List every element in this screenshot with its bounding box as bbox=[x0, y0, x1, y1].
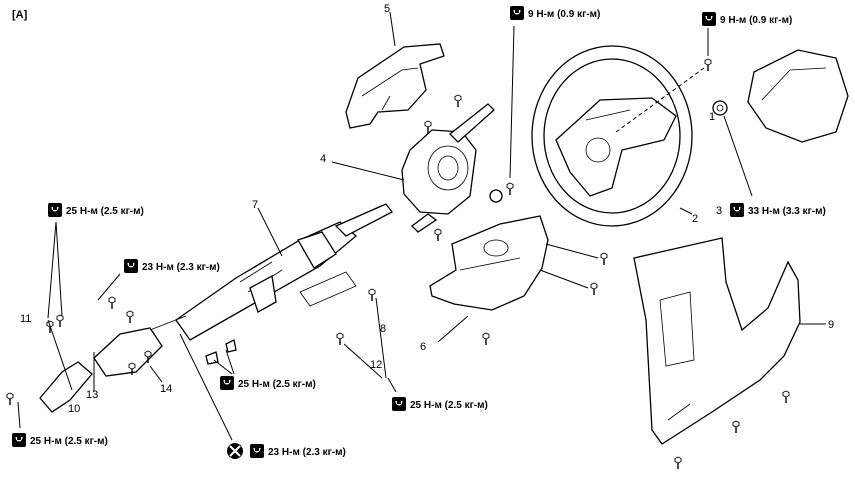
torque-wrench-icon bbox=[730, 203, 744, 217]
dash-lower-panel bbox=[633, 237, 801, 470]
torque-wrench-icon bbox=[250, 444, 264, 458]
torque-spec-wheel-bolt: 9 Н-м (0.9 кг-м) bbox=[510, 6, 600, 20]
callout-4: 4 bbox=[320, 153, 326, 165]
callout-2: 2 bbox=[692, 213, 698, 225]
callout-8: 8 bbox=[380, 323, 386, 335]
callout-10: 10 bbox=[68, 403, 80, 415]
callout-9: 9 bbox=[828, 319, 834, 331]
callout-13: 13 bbox=[86, 389, 98, 401]
torque-spec-uj-upper: 25 Н-м (2.5 кг-м) bbox=[48, 203, 144, 217]
steering-wheel bbox=[531, 45, 693, 227]
torque-wrench-icon bbox=[12, 433, 26, 447]
callout-6: 6 bbox=[420, 341, 426, 353]
torque-spec-bracket: 23 Н-м (2.3 кг-м) bbox=[124, 259, 220, 273]
torque-wrench-icon bbox=[510, 6, 524, 20]
combination-switch bbox=[401, 94, 495, 242]
torque-spec-no-reuse: 23 Н-м (2.3 кг-м) bbox=[227, 443, 346, 459]
svg-text:25 Н-м (2.5 кг-м): 25 Н-м (2.5 кг-м) bbox=[30, 436, 108, 447]
svg-text:9 Н-м (0.9 кг-м): 9 Н-м (0.9 кг-м) bbox=[528, 9, 600, 20]
callout-11: 11 bbox=[20, 313, 31, 325]
universal-joint-assembly bbox=[6, 296, 237, 413]
torque-wrench-icon bbox=[392, 397, 406, 411]
svg-text:33 Н-м (3.3 кг-м): 33 Н-м (3.3 кг-м) bbox=[748, 206, 826, 217]
lower-column-cover bbox=[429, 215, 608, 346]
torque-spec-airbag-bolt: 9 Н-м (0.9 кг-м) bbox=[702, 12, 792, 26]
callout-12: 12 bbox=[370, 359, 382, 371]
svg-text:25 Н-м (2.5 кг-м): 25 Н-м (2.5 кг-м) bbox=[66, 206, 144, 217]
svg-text:25 Н-м (2.5 кг-м): 25 Н-м (2.5 кг-м) bbox=[238, 379, 316, 390]
torque-spec-uj-lower: 25 Н-м (2.5 кг-м) bbox=[12, 433, 108, 447]
svg-text:23 Н-м (2.3 кг-м): 23 Н-м (2.3 кг-м) bbox=[268, 447, 346, 458]
upper-column-cover bbox=[345, 43, 445, 129]
torque-wrench-icon bbox=[124, 259, 138, 273]
torque-spec-wheel-nut: 33 Н-м (3.3 кг-м) bbox=[730, 203, 826, 217]
torque-wrench-icon bbox=[48, 203, 62, 217]
callout-7: 7 bbox=[252, 199, 258, 211]
torque-spec-breakaway: 25 Н-м (2.5 кг-м) bbox=[220, 376, 316, 390]
callout-14: 14 bbox=[160, 383, 172, 395]
svg-text:25 Н-м (2.5 кг-м): 25 Н-м (2.5 кг-м) bbox=[410, 400, 488, 411]
torque-spec-column: 25 Н-м (2.5 кг-м) bbox=[392, 397, 488, 411]
callout-1: 1 bbox=[709, 111, 715, 123]
svg-text:23 Н-м (2.3 кг-м): 23 Н-м (2.3 кг-м) bbox=[142, 262, 220, 273]
svg-text:9 Н-м (0.9 кг-м): 9 Н-м (0.9 кг-м) bbox=[720, 15, 792, 26]
torque-wrench-icon bbox=[220, 376, 234, 390]
do-not-reuse-icon bbox=[227, 443, 243, 459]
view-label: [A] bbox=[12, 9, 28, 21]
callout-3: 3 bbox=[716, 205, 722, 217]
torque-wrench-icon bbox=[702, 12, 716, 26]
steering-column bbox=[175, 203, 393, 341]
airbag-module bbox=[747, 49, 849, 143]
callout-5: 5 bbox=[384, 3, 390, 15]
